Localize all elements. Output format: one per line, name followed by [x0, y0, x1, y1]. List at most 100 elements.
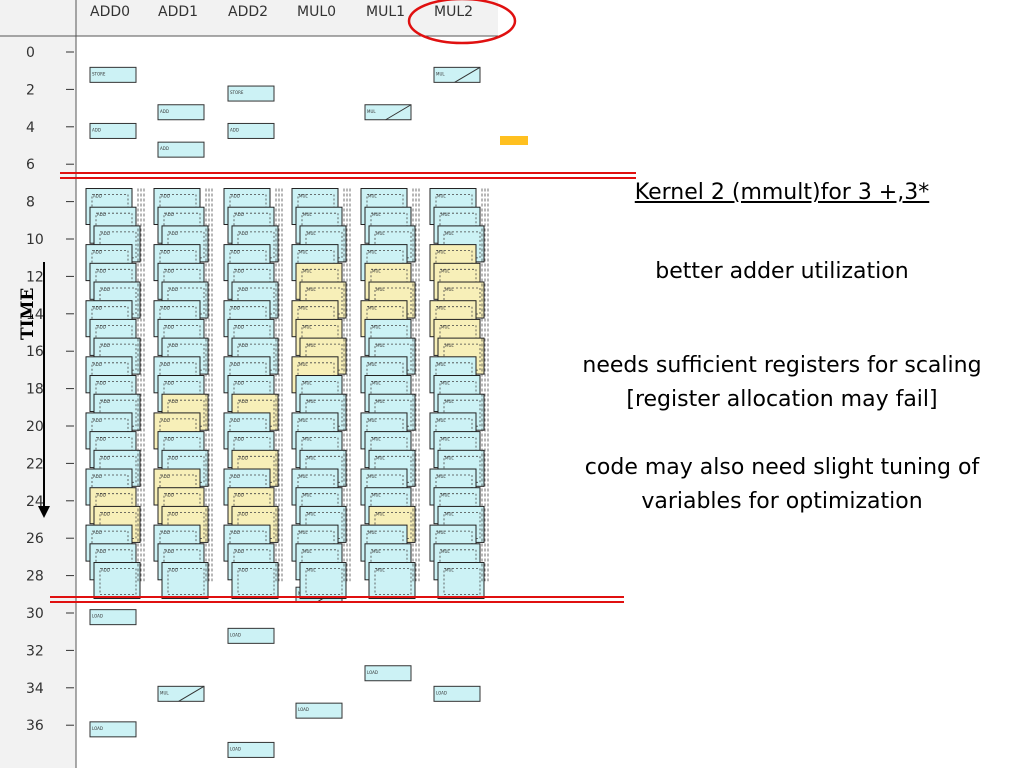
kernel-op-label: ADD — [235, 549, 244, 554]
kernel-op-label: MUL — [437, 194, 446, 199]
kernel-op-label: ADD — [93, 362, 102, 367]
kernel-op-label: MUL — [307, 455, 316, 460]
kernel-op-label: MUL — [307, 399, 316, 404]
kernel-title: Kernel 2 (mmult)for 3 +,3* — [634, 180, 930, 205]
op-block-label: STORE — [230, 90, 244, 95]
kernel-op-label: ADD — [93, 250, 102, 255]
kernel-op-label: MUL — [307, 511, 316, 516]
time-arrow-head — [38, 506, 50, 518]
kernel-op-label: MUL — [376, 399, 385, 404]
kernel-op-label: MUL — [303, 268, 312, 273]
kernel-op-label: ADD — [97, 437, 106, 442]
kernel-op-label: MUL — [307, 287, 316, 292]
op-block: MUL — [157, 685, 205, 702]
unit-header-add1: ADD1 — [158, 4, 198, 20]
kernel-op-label: MUL — [303, 324, 312, 329]
kernel-op-label: MUL — [299, 362, 308, 367]
kernel-op-label: ADD — [169, 287, 178, 292]
kernel-op-label: ADD — [239, 231, 248, 236]
kernel-op-label: MUL — [368, 474, 377, 479]
kernel-op-label: MUL — [445, 287, 454, 292]
op-block-label: ADD — [160, 109, 169, 114]
kernel-op-label: ADD — [97, 381, 106, 386]
kernel-op-label: MUL — [437, 418, 446, 423]
op-block: ADD — [89, 122, 137, 139]
kernel-op-label: MUL — [307, 568, 316, 573]
notes-panel: Kernel 2 (mmult)for 3 +,3* better adder … — [560, 180, 1004, 553]
kernel-op-label: MUL — [299, 418, 308, 423]
kernel-op-block: ADD — [231, 562, 279, 600]
kernel-op-label: ADD — [235, 212, 244, 217]
op-block: LOAD — [433, 685, 481, 702]
kernel-op-block: ADD — [161, 562, 209, 600]
kernel-op-label: ADD — [239, 568, 248, 573]
kernel-op-label: ADD — [101, 455, 110, 460]
accent-bar — [500, 136, 528, 145]
kernel-op-label: ADD — [165, 437, 174, 442]
kernel-op-label: MUL — [441, 549, 450, 554]
kernel-op-label: MUL — [299, 250, 308, 255]
op-block: STORE — [227, 85, 275, 102]
op-block-label: ADD — [230, 127, 239, 132]
kernel-op-label: ADD — [93, 530, 102, 535]
kernel-op-label: ADD — [93, 474, 102, 479]
note-registers: needs sufficient registers for scaling [… — [582, 353, 982, 412]
kernel-op-label: MUL — [368, 530, 377, 535]
column-headers: ADD0 ADD1 ADD2 MUL0 MUL1 MUL2 — [90, 4, 473, 20]
kernel-op-label: ADD — [161, 530, 170, 535]
kernel-op-label: ADD — [165, 212, 174, 217]
kernel-op-label: MUL — [303, 212, 312, 217]
kernel-op-label: ADD — [97, 549, 106, 554]
time-tick-label: 14 — [26, 307, 44, 323]
kernel-op-label: ADD — [165, 381, 174, 386]
kernel-op-label: ADD — [239, 511, 248, 516]
op-block: LOAD — [295, 702, 343, 719]
op-block-label: LOAD — [230, 632, 241, 637]
kernel-op-label: ADD — [165, 493, 174, 498]
time-tick-label: 26 — [26, 531, 44, 547]
op-block-label: MUL — [160, 690, 169, 695]
op-block-label: ADD — [92, 127, 101, 132]
kernel-op-label: ADD — [101, 287, 110, 292]
kernel-op-label: ADD — [101, 511, 110, 516]
kernel-op-label: ADD — [161, 418, 170, 423]
kernel-op-label: ADD — [101, 568, 110, 573]
kernel-op-label: MUL — [303, 381, 312, 386]
time-axis-label: TIME — [18, 287, 38, 340]
kernel-op-label: ADD — [231, 474, 240, 479]
kernel-op-label: ADD — [93, 306, 102, 311]
kernel-op-label: ADD — [161, 362, 170, 367]
kernel-op-label: MUL — [437, 474, 446, 479]
kernel-op-label: ADD — [97, 268, 106, 273]
kernel-op-label: MUL — [299, 474, 308, 479]
kernel-op-label: MUL — [372, 268, 381, 273]
op-block: MUL — [433, 66, 481, 83]
kernel-op-label: ADD — [161, 250, 170, 255]
time-tick-label: 4 — [26, 120, 35, 136]
kernel-op-label: MUL — [372, 437, 381, 442]
kernel-op-label: ADD — [239, 399, 248, 404]
kernel-op-label: ADD — [165, 324, 174, 329]
kernel-op-label: MUL — [303, 493, 312, 498]
kernel-op-label: MUL — [307, 231, 316, 236]
kernel-op-label: ADD — [169, 568, 178, 573]
time-tick-label: 28 — [26, 569, 44, 585]
time-tick-label: 2 — [26, 82, 35, 98]
kernel-op-label: ADD — [239, 343, 248, 348]
op-block-label: LOAD — [367, 670, 378, 675]
kernel-op-label: ADD — [169, 343, 178, 348]
op-block: MUL — [364, 104, 412, 121]
op-block-label: LOAD — [436, 690, 447, 695]
unit-header-add0: ADD0 — [90, 4, 130, 20]
op-block-label: LOAD — [230, 746, 241, 751]
kernel-start-boundary — [60, 172, 636, 179]
unit-header-mul0: MUL0 — [297, 4, 336, 20]
kernel-op-label: MUL — [368, 306, 377, 311]
kernel-end-boundary — [50, 596, 624, 603]
kernel-op-label: ADD — [231, 530, 240, 535]
operation-blocks: STORE MUL STORE ADD MUL ADD ADD ADD MUL LOAD LOAD L… — [85, 66, 489, 758]
op-block-label: STORE — [92, 71, 106, 76]
unit-header-mul1: MUL1 — [366, 4, 405, 20]
op-block: LOAD — [227, 741, 275, 758]
kernel-op-label: MUL — [372, 381, 381, 386]
